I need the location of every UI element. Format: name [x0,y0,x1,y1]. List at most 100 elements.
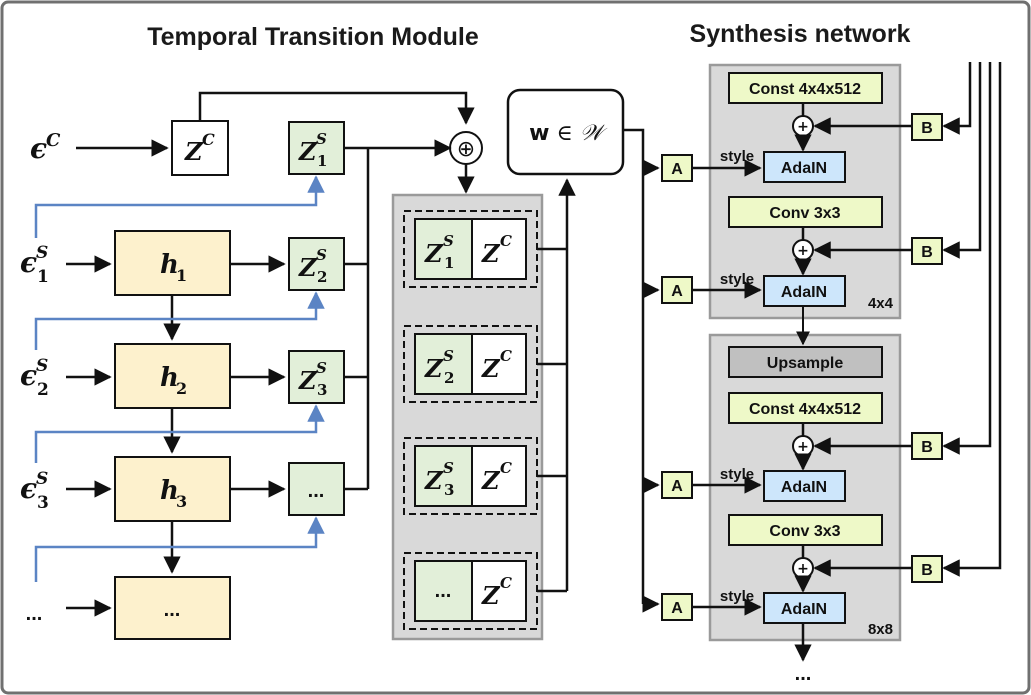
svg-text:Z: Z [481,466,501,495]
noise-line-1 [942,62,972,135]
hidden-state-ellipsis: ... [114,576,231,640]
svg-text:C: C [202,130,215,149]
svg-text:A: A [671,161,683,178]
svg-text:B: B [921,244,933,261]
block1-plus-2-symbol: + [797,243,809,259]
svg-text:B: B [921,120,933,137]
noise-b-2: B [911,237,943,265]
block1-adain-2 [763,275,846,307]
style-latent-z1: Z S 1 [288,121,345,175]
style-label-2: style [720,271,754,288]
block1-resolution: 4x4 [868,295,894,312]
concat-pair-1: Z S 1 Z C [403,210,538,288]
block2-plus-1-symbol: + [797,439,809,455]
svg-text:h: h [160,250,179,280]
affine-a-3: A [661,471,693,499]
svg-text:A: A [671,600,683,617]
block2-plus-2-symbol: + [797,561,809,577]
w-space-label: w ∈ 𝒲 [529,121,608,146]
svg-text:Z: Z [481,239,501,268]
svg-text:Z: Z [481,581,501,610]
block2-upsample [728,346,883,378]
svg-text:Z: Z [298,137,318,166]
svg-text:1: 1 [176,266,187,285]
noise-line-2 [942,62,982,259]
style-latent-z3: Z S 3 [288,350,345,404]
svg-text:ϵ: ϵ [20,246,37,279]
block2-adain-2-label: AdaIN [781,601,827,618]
content-latent-label: Z C [184,130,215,166]
block1-adain-1-label: AdaIN [781,160,827,177]
style-noise-input-3: ϵ S 3 [20,469,49,513]
block1-adain-2-label: AdaIN [781,284,827,301]
svg-text:C: C [500,574,512,592]
block2-resolution: 8x8 [868,621,893,638]
svg-text:Z: Z [298,253,318,282]
svg-text:1: 1 [37,267,49,287]
block2-adain-2 [763,592,846,624]
svg-text:...: ... [435,580,452,602]
combine-symbol: ⊕ [457,137,475,162]
noise-b-1: B [911,113,943,141]
svg-text:S: S [36,469,48,489]
svg-text:C: C [500,347,512,365]
block1-const [728,72,883,104]
svg-text:S: S [316,359,327,377]
svg-text:S: S [443,232,454,250]
svg-text:Z: Z [424,466,444,495]
svg-text:S: S [36,243,48,263]
block2-adain-1-label: AdaIN [781,479,827,496]
block2-const [728,392,883,424]
block1-conv [728,196,883,228]
svg-text:Z: Z [298,366,318,395]
svg-text:2: 2 [37,380,49,400]
svg-text:3: 3 [176,492,187,511]
svg-text:Z: Z [424,354,444,383]
svg-text:C: C [500,232,512,250]
skip-eps1-to-z1 [34,175,325,238]
left-section-title: Temporal Transition Module [147,23,479,51]
style-label-3: style [720,466,754,483]
skip-epsdots-to-zdots [34,516,325,582]
noise-line-4 [942,62,1002,577]
svg-text:B: B [921,439,933,456]
concat-pair-2: Z S 2 Z C [403,325,538,403]
style-latent-ellipsis: ... [288,462,345,516]
svg-text:C: C [500,459,512,477]
arrow-zc-to-combine [198,91,475,125]
svg-text:...: ... [308,480,325,502]
block2-conv [728,514,883,546]
affine-a-2: A [661,276,693,304]
svg-text:C: C [46,130,61,151]
block1-adain-1 [763,151,846,183]
style-label-4: style [720,588,754,605]
block1-conv-label: Conv 3x3 [769,205,840,222]
svg-text:h: h [160,363,179,393]
block1-const-label: Const 4x4x512 [749,81,861,98]
svg-text:ϵ: ϵ [30,132,47,165]
svg-text:...: ... [164,599,181,621]
hidden-state-h1: h 1 [114,230,231,296]
svg-text:S: S [443,347,454,365]
svg-text:2: 2 [317,268,327,286]
block2-const-label: Const 4x4x512 [749,401,861,418]
affine-a-4: A [661,593,693,621]
hidden-state-h3: h 3 [114,456,231,522]
block2-conv-label: Conv 3x3 [769,523,840,540]
hidden-state-h2: h 2 [114,343,231,409]
svg-text:S: S [36,356,48,376]
svg-text:Z: Z [424,239,444,268]
svg-text:3: 3 [317,381,327,399]
svg-text:2: 2 [444,369,454,387]
block2-upsample-label: Upsample [767,355,844,372]
skip-eps2-to-z2 [34,291,325,350]
svg-text:Z: Z [481,354,501,383]
svg-text:S: S [443,459,454,477]
svg-text:A: A [671,283,683,300]
svg-text:ϵ: ϵ [20,359,37,392]
block1-plus-1-symbol: + [797,119,809,135]
content-noise-input: ϵ C [30,130,61,165]
noise-line-3 [942,62,992,455]
style-latent-z2: Z S 2 [288,237,345,291]
svg-text:ϵ: ϵ [20,472,37,505]
